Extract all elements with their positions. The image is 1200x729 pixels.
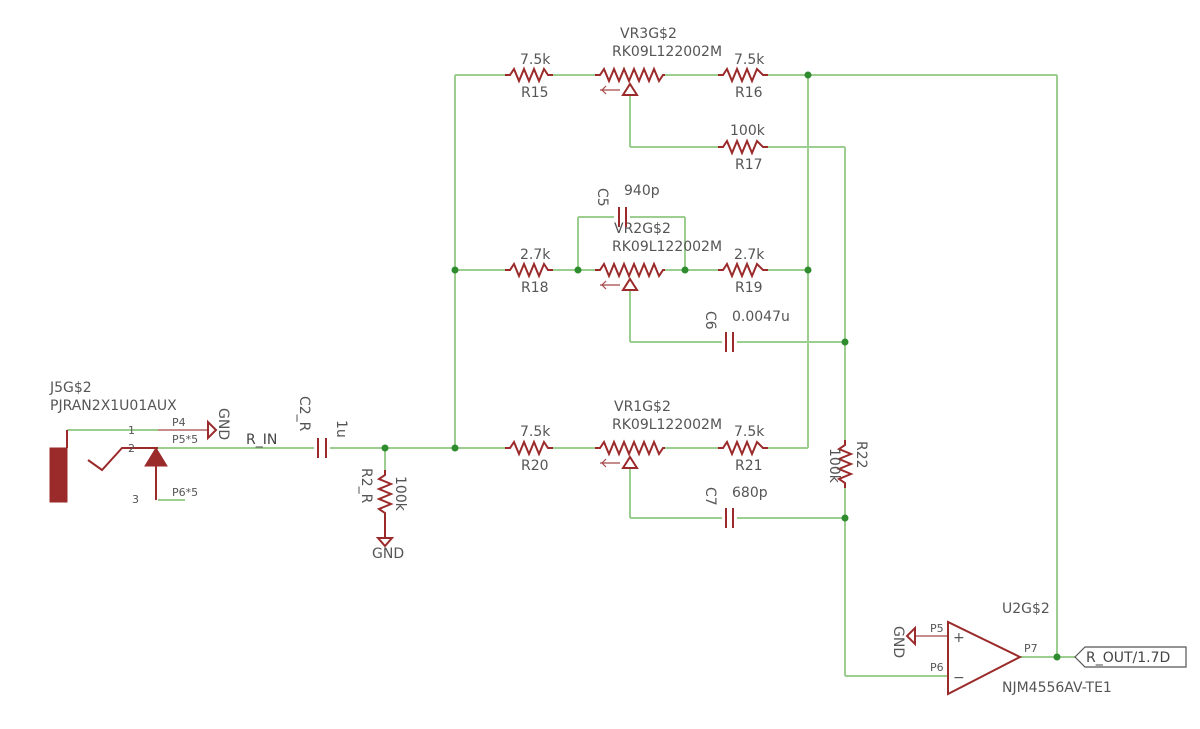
junction-dot <box>804 71 812 79</box>
r16-name: R16 <box>735 85 763 101</box>
audio-jack-j5[interactable]: 1 2 3 P4 P5*5 P6*5 J5G$2 PJRAN2X1U01AUX <box>49 380 198 506</box>
r19-value: 2.7k <box>734 247 765 263</box>
ground-symbol-r2: GND <box>372 534 404 562</box>
j5-value: PJRAN2X1U01AUX <box>50 398 177 414</box>
ground-symbol-j5: GND <box>158 408 231 441</box>
c7-name: C7 <box>702 487 718 506</box>
net-label-r-in: R_IN <box>246 432 277 448</box>
capacitor-c2[interactable]: 1u C2_R <box>296 396 349 458</box>
u2-pin-p5: P5 <box>930 622 944 635</box>
resistor-r21[interactable]: 7.5k R21 <box>718 424 768 474</box>
r15-value: 7.5k <box>520 52 551 68</box>
junction-dot <box>804 266 812 274</box>
wires <box>67 74 1075 677</box>
u2-value: NJM4556AV-TE1 <box>1002 680 1112 696</box>
resistor-r18[interactable]: 2.7k R18 <box>505 247 553 296</box>
r21-value: 7.5k <box>734 424 765 440</box>
potentiometer-vr3[interactable]: VR3G$2 RK09L122002M <box>595 26 722 96</box>
r2-name: R2_R <box>358 468 374 504</box>
c6-name: C6 <box>702 311 718 330</box>
junction-dot <box>451 444 459 452</box>
c7-value: 680p <box>732 485 768 501</box>
j5-pin3: 3 <box>132 493 139 506</box>
r18-name: R18 <box>521 280 549 296</box>
r17-value: 100k <box>730 123 766 139</box>
potentiometer-vr1[interactable]: VR1G$2 RK09L122002M <box>595 399 722 469</box>
resistor-r19[interactable]: 2.7k R19 <box>718 247 768 296</box>
vr2-value: RK09L122002M <box>612 239 722 255</box>
r21-name: R21 <box>735 458 763 474</box>
r20-value: 7.5k <box>520 424 551 440</box>
c6-value: 0.0047u <box>732 309 790 325</box>
junction-dot <box>451 266 459 274</box>
junction-dot <box>574 266 582 274</box>
u2-pin-p6: P6 <box>930 661 944 674</box>
j5-name: J5G$2 <box>49 380 92 396</box>
resistor-r16[interactable]: 7.5k R16 <box>718 52 768 101</box>
capacitor-c5[interactable]: 940p C5 <box>594 183 660 227</box>
r2-value: 100k <box>392 476 408 512</box>
j5-pin-p5: P5*5 <box>172 433 198 446</box>
r18-value: 2.7k <box>520 247 551 263</box>
u2-pin-p7: P7 <box>1024 642 1038 655</box>
j5-pin2: 2 <box>128 442 135 455</box>
r22-name: R22 <box>853 441 869 469</box>
vr1-name: VR1G$2 <box>614 399 671 415</box>
vr1-value: RK09L122002M <box>612 417 722 433</box>
u2-minus: − <box>953 670 965 686</box>
u2-plus: + <box>953 630 965 646</box>
r16-value: 7.5k <box>734 52 765 68</box>
net-label-r-out[interactable]: R_OUT/1.7D <box>1074 646 1187 668</box>
r22-value: 100k <box>826 448 842 484</box>
junction-dot <box>841 514 849 522</box>
gnd-label-u2: GND <box>890 626 906 658</box>
resistor-r22[interactable]: 100k R22 <box>826 440 869 488</box>
gnd-label-j5: GND <box>215 408 231 440</box>
c2-value: 1u <box>333 420 349 438</box>
junction-dot <box>381 444 389 452</box>
j5-pin-p4: P4 <box>172 416 186 429</box>
vr2-name: VR2G$2 <box>614 221 671 237</box>
r19-name: R19 <box>735 280 763 296</box>
r17-name: R17 <box>735 157 763 173</box>
r20-name: R20 <box>521 458 549 474</box>
j5-pin-p6: P6*5 <box>172 486 198 499</box>
ground-symbol-u2: GND <box>890 625 948 658</box>
resistor-r17[interactable]: 100k R17 <box>718 123 768 173</box>
junctions <box>381 71 1061 661</box>
j5-pin1: 1 <box>128 424 135 437</box>
resistor-r20[interactable]: 7.5k R20 <box>505 424 553 474</box>
c2-name: C2_R <box>296 396 312 432</box>
capacitor-c7[interactable]: 680p C7 <box>702 485 768 528</box>
junction-dot <box>841 338 849 346</box>
junction-dot <box>681 266 689 274</box>
c5-name: C5 <box>594 188 610 207</box>
vr3-value: RK09L122002M <box>612 44 722 60</box>
r-out-text: R_OUT/1.7D <box>1086 650 1170 666</box>
vr3-name: VR3G$2 <box>620 26 677 42</box>
resistor-r15[interactable]: 7.5k R15 <box>505 52 553 101</box>
capacitor-c6[interactable]: 0.0047u C6 <box>702 309 790 352</box>
gnd-label-r2: GND <box>372 546 404 562</box>
r15-name: R15 <box>521 85 549 101</box>
junction-dot <box>1053 653 1061 661</box>
u2-name: U2G$2 <box>1002 601 1050 617</box>
potentiometer-vr2[interactable]: VR2G$2 RK09L122002M <box>595 221 722 291</box>
resistor-r2[interactable]: 100k R2_R <box>358 468 408 534</box>
c5-value: 940p <box>624 183 660 199</box>
op-amp-u2[interactable]: + − P5 P6 P7 U2G$2 NJM4556AV-TE1 <box>930 601 1112 696</box>
